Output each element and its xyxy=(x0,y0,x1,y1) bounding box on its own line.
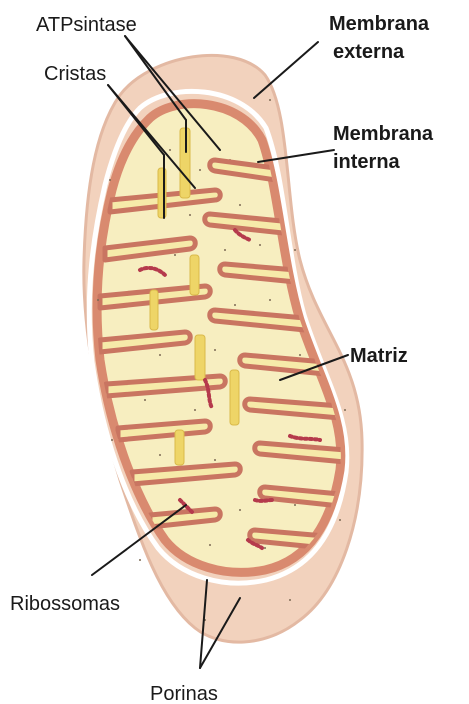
label-membrana-externa-2: externa xyxy=(333,41,405,63)
label-matriz: Matriz xyxy=(350,345,408,367)
label-membrana-interna-2: interna xyxy=(333,151,401,173)
label-ribossomas: Ribossomas xyxy=(10,593,120,615)
label-cristas: Cristas xyxy=(44,63,106,85)
label-atpsintase: ATPsintase xyxy=(36,14,137,36)
label-membrana-interna-1: Membrana xyxy=(333,123,434,145)
label-membrana-externa-1: Membrana xyxy=(329,13,430,35)
leader-membrana-externa xyxy=(254,42,318,98)
label-porinas: Porinas xyxy=(150,683,218,704)
